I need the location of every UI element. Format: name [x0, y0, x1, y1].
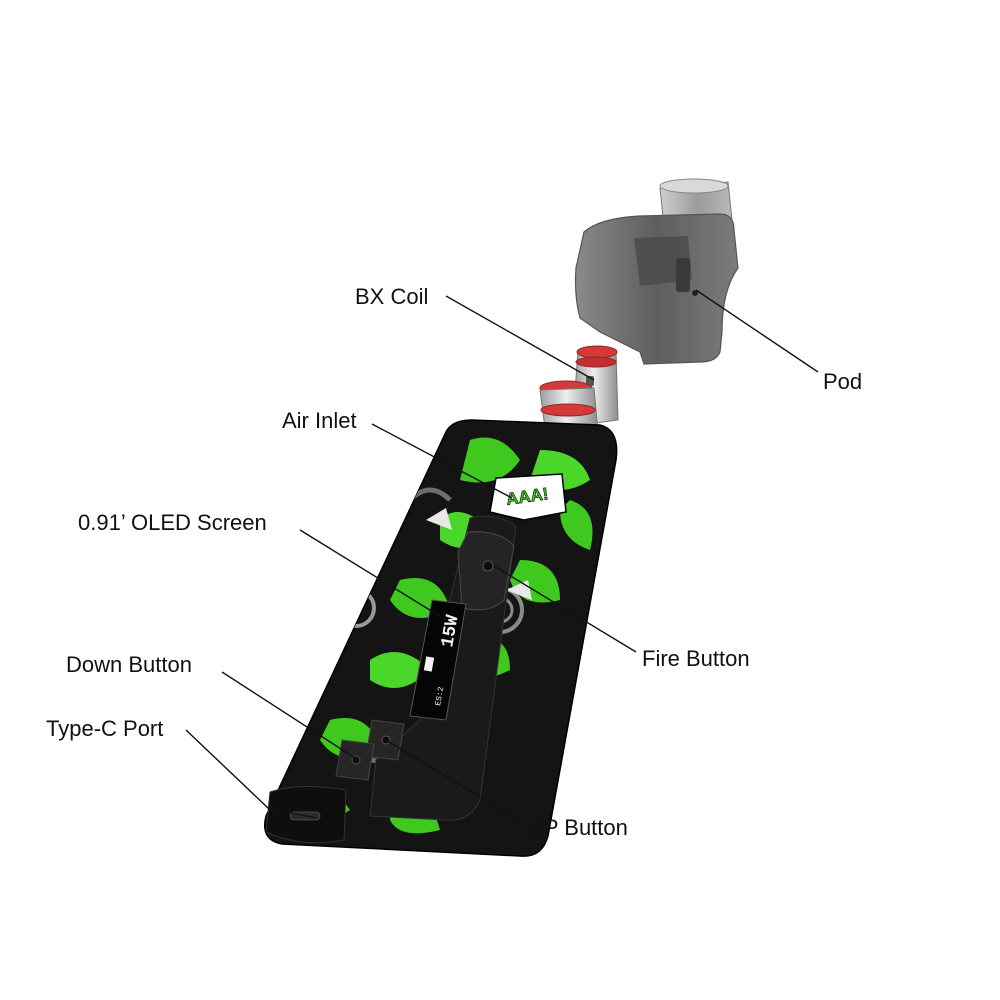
- down-button[interactable]: [335, 739, 375, 781]
- leader-fire-button: [493, 565, 637, 653]
- up-button[interactable]: [365, 719, 405, 761]
- label-bx-coil: BX Coil: [355, 284, 428, 309]
- screen-small-text: ES:2: [434, 686, 446, 707]
- pod-illustration: [574, 178, 739, 365]
- fire-button[interactable]: [457, 531, 515, 611]
- label-oled-screen: 0.91’ OLED Screen: [78, 510, 267, 535]
- callout-labels: BX Coil Pod Air Inlet 0.91’ OLED Screen …: [46, 284, 862, 840]
- leader-air-inlet: [371, 423, 513, 499]
- label-up-button: UP Button: [528, 815, 628, 840]
- label-air-inlet: Air Inlet: [282, 408, 357, 433]
- leader-bx-coil: [445, 295, 595, 381]
- leader-lines: [185, 289, 819, 821]
- type-c-port: [265, 785, 347, 844]
- sticker: AAA!: [489, 473, 567, 521]
- label-fire-button: Fire Button: [642, 646, 750, 671]
- label-type-c-port: Type-C Port: [46, 716, 163, 741]
- leader-type-c-port: [185, 729, 317, 819]
- leader-pod: [695, 289, 819, 373]
- label-pod: Pod: [823, 369, 862, 394]
- device-body-illustration: AAA! 15W ES:2: [264, 419, 618, 857]
- leader-oled-screen: [299, 529, 447, 621]
- label-down-button: Down Button: [66, 652, 192, 677]
- leader-down-button: [221, 671, 359, 761]
- leader-up-button: [385, 739, 519, 821]
- oled-screen: 15W ES:2: [409, 599, 467, 721]
